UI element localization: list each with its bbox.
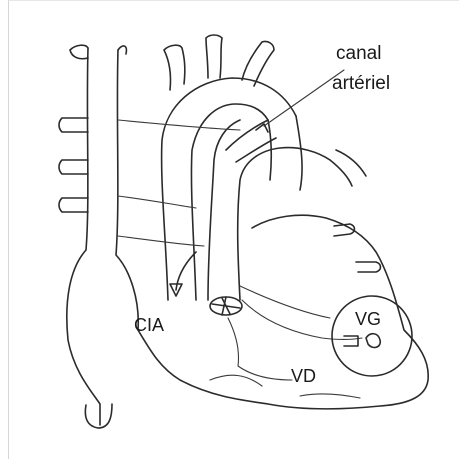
- right-stub-2: [356, 262, 381, 272]
- label-arteriel: artériel: [332, 74, 390, 93]
- pulmonary-vein-3: [59, 198, 88, 212]
- pulmonary-artery-lines: [118, 120, 240, 246]
- pulmonary-vein-2: [59, 160, 88, 174]
- pulmonary-trunk: [208, 120, 330, 300]
- arch-branch-1: [164, 45, 185, 90]
- descending-aorta: [268, 116, 302, 190]
- inferior-vena-cava: [85, 404, 112, 428]
- label-vd: VD: [291, 367, 316, 385]
- right-ventricle-wall: [228, 318, 292, 380]
- label-canal: canal: [336, 44, 381, 63]
- aortic-arch: [162, 78, 296, 300]
- cia-arrow: [170, 252, 196, 296]
- interventricular-line: [240, 286, 362, 340]
- pulmonary-vein-1: [59, 118, 88, 132]
- label-cia: CIA: [134, 316, 164, 334]
- arch-branch-2: [206, 35, 222, 78]
- vg-inner-shape: [344, 334, 380, 348]
- label-vg: VG: [355, 310, 381, 328]
- pulmonary-branch: [330, 150, 366, 186]
- lower-septum: [210, 375, 360, 398]
- vena-cava: [67, 48, 138, 425]
